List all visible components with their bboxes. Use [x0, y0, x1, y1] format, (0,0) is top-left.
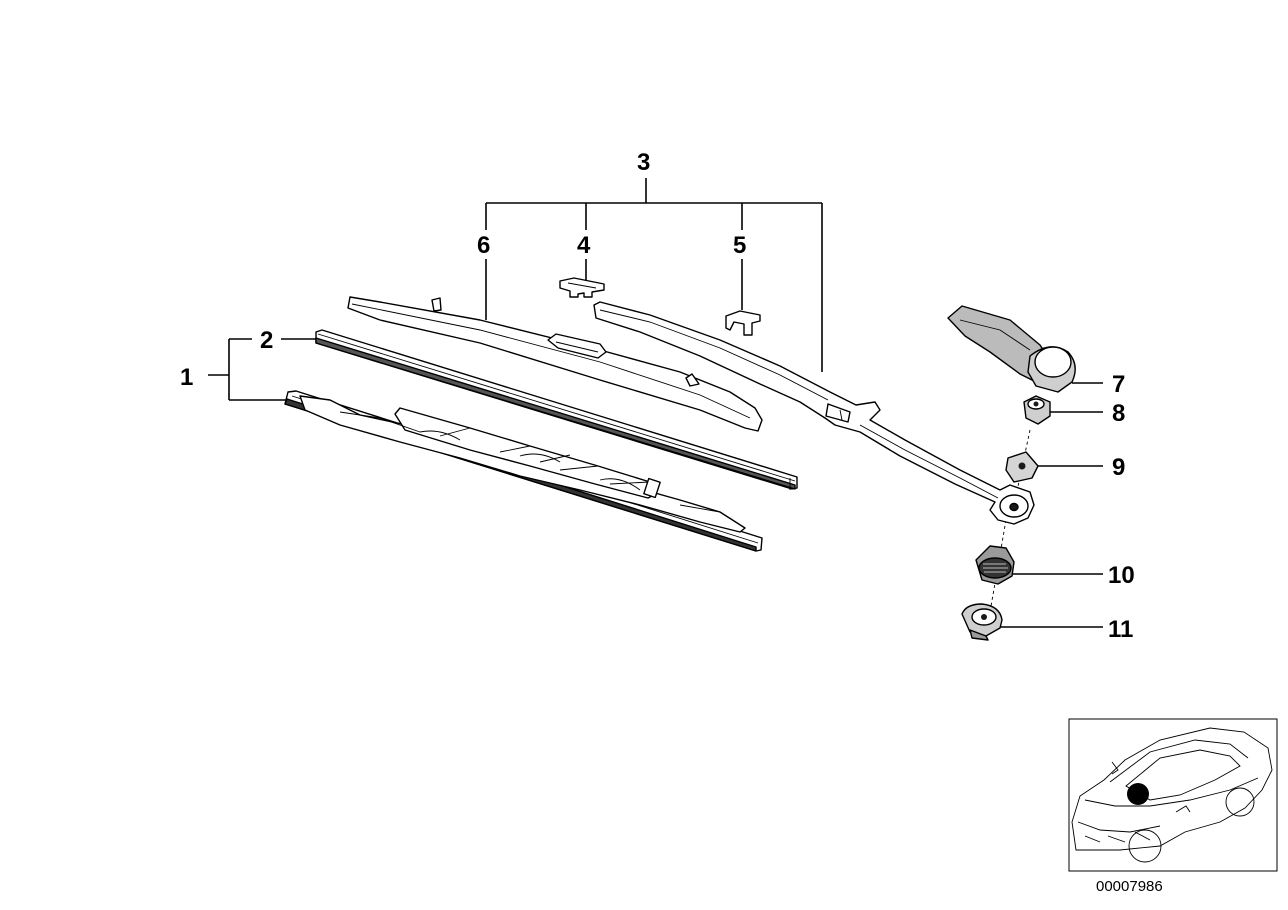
leader-lines: [208, 178, 1103, 628]
wiper-arm-icon: [593, 301, 1035, 525]
callout-1: 1: [180, 364, 193, 391]
reference-number: 00007986: [1096, 878, 1163, 895]
callout-4: 4: [577, 232, 591, 259]
spoiler-icon: [347, 296, 763, 432]
washer-icon: [1005, 451, 1039, 483]
clip-icon: [559, 277, 605, 298]
location-marker: [1127, 783, 1149, 805]
callout-5: 5: [733, 232, 746, 259]
callout-3: 3: [637, 149, 650, 176]
wiper-blade-icon: [284, 390, 763, 552]
callout-9: 9: [1112, 454, 1125, 481]
callout-11: 11: [1108, 616, 1133, 643]
nut-icon: [1023, 395, 1051, 425]
grommet-icon: [975, 545, 1015, 585]
callout-7: 7: [1112, 371, 1125, 398]
clip-2-icon: [725, 310, 761, 336]
car-locator-icon: [1068, 718, 1278, 872]
callout-6: 6: [477, 232, 490, 259]
callout-2: 2: [260, 327, 273, 354]
bushing-icon: [961, 603, 1003, 641]
callout-10: 10: [1108, 562, 1135, 589]
callout-8: 8: [1112, 400, 1125, 427]
wiper-rubber-icon: [315, 329, 798, 490]
cap-icon: [947, 305, 1076, 393]
